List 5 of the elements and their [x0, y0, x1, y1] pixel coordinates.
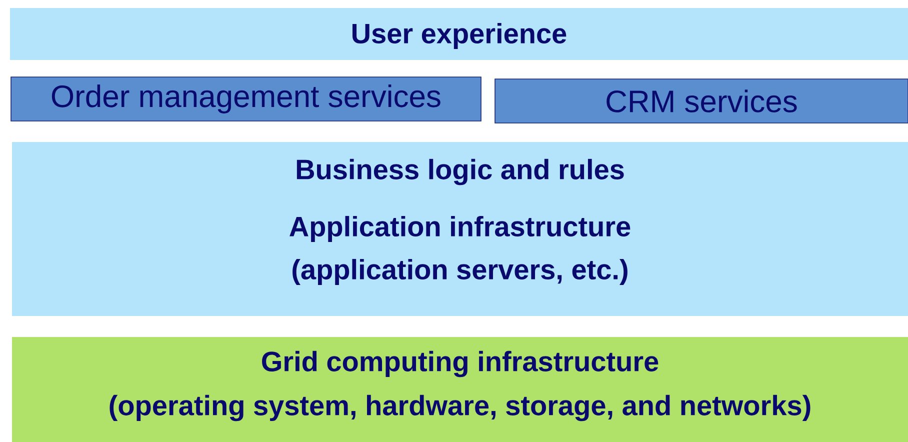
layer-box: Grid computing infrastructure (operating system, hardware, storage, and networks) [12, 337, 908, 442]
layer-box: CRM services [494, 78, 908, 124]
layer-box: Business logic and rules Application infrastructure (application servers, etc.) [12, 142, 908, 316]
layer-box: Order management services [10, 76, 482, 122]
layer-box: User experience [10, 8, 908, 60]
